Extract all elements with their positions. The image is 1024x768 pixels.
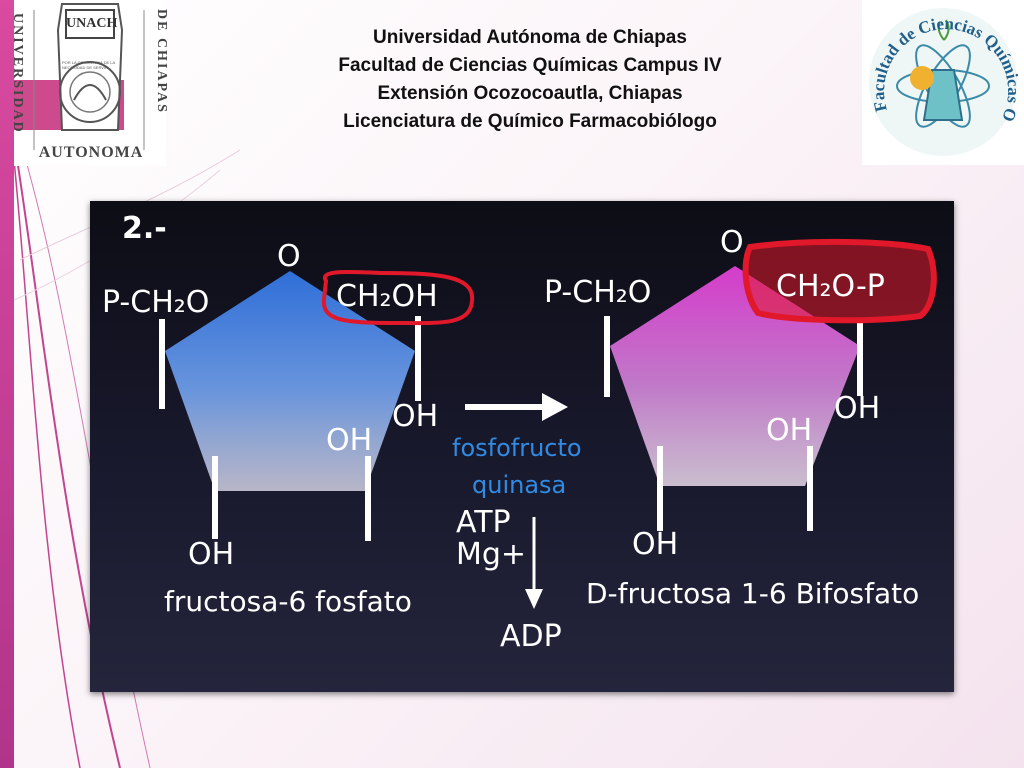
reaction-diagram-panel: 2.- O P-CH₂O CH₂OH OH OH OH fructosa-6 f…	[90, 201, 954, 692]
enzyme-name-line-1: fosfofructo	[452, 434, 582, 462]
adp-arrow-head	[525, 589, 543, 609]
left-bottom-oh: OH	[188, 537, 235, 572]
faculty-logo: Facultad de Ciencias Químicas Ocozocoaut…	[862, 0, 1024, 165]
right-ring-oxygen: O	[720, 225, 744, 260]
reaction-graphics	[159, 238, 937, 609]
institution-header: Universidad Autónoma de Chiapas Facultad…	[230, 24, 830, 136]
unach-acronym: UNACH	[66, 16, 118, 31]
left-inner-oh: OH	[326, 423, 373, 458]
header-line-2: Facultad de Ciencias Químicas Campus IV	[338, 55, 722, 76]
right-p-ch2o-group: P-CH₂O	[544, 275, 652, 310]
header-line-1: Universidad Autónoma de Chiapas	[373, 27, 687, 48]
header-line-3: Extensión Ocozocoautla, Chiapas	[377, 83, 683, 104]
cofactor-atp: ATP	[456, 505, 511, 540]
right-molecule-name: D-fructosa 1-6 Bifosfato	[586, 577, 920, 610]
reaction-arrow-head	[542, 393, 568, 421]
highlight-circle-ch2oh	[321, 269, 475, 326]
left-p-ch2o-group: P-CH₂O	[102, 285, 210, 320]
unach-side-right: DE CHIAPAS	[154, 9, 169, 114]
highlight-box-ch2op	[742, 238, 937, 324]
right-bottom-oh: OH	[632, 527, 679, 562]
left-accent-bar	[0, 0, 14, 768]
step-label: 2.-	[122, 211, 167, 246]
left-ch2oh-group: CH₂OH	[336, 279, 438, 314]
left-right-oh: OH	[392, 399, 439, 434]
unach-logo	[14, 0, 166, 166]
header-line-4: Licenciatura de Químico Farmacobiólogo	[343, 111, 717, 132]
right-inner-oh: OH	[766, 413, 813, 448]
left-ring-oxygen: O	[277, 239, 301, 274]
byproduct-adp: ADP	[500, 619, 562, 654]
cofactor-mg: Mg+	[456, 537, 527, 572]
enzyme-name-line-2: quinasa	[472, 471, 567, 499]
unach-side-left: UNIVERSIDAD	[10, 13, 25, 134]
fructose-6-phosphate-ring	[165, 271, 415, 491]
unach-motto: POR LA CONCIENCIA DE LA NECESIDAD DE SER…	[62, 60, 115, 70]
unach-bottom-text: AUTONOMA	[38, 144, 144, 161]
right-ch2op-group: CH₂O-P	[776, 269, 885, 304]
right-right-oh: OH	[834, 391, 881, 426]
left-molecule-name: fructosa-6 fosfato	[164, 585, 412, 618]
